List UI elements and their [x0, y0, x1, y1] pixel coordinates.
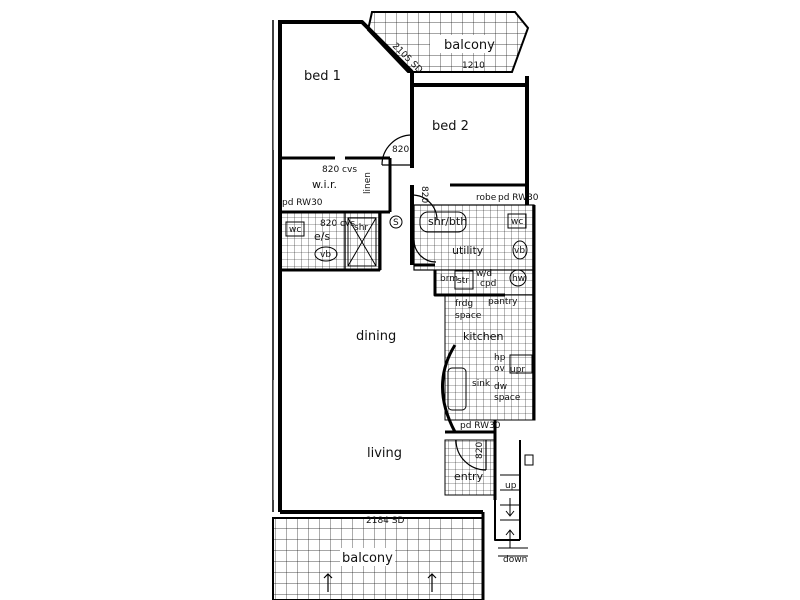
kitchen-pd-dim: pd RW30	[460, 421, 501, 431]
fridge-label: frdg	[455, 299, 473, 309]
dw-space-label: space	[494, 393, 521, 403]
bed2-door-dim: 820	[392, 145, 409, 155]
fridge-space-label: space	[455, 311, 482, 321]
entry-label: entry	[454, 470, 484, 483]
fixture-labels: wc wc vb vb shr hw S cpd robe	[289, 193, 525, 289]
balcony-bottom-label: balcony	[342, 551, 393, 566]
bed1-label: bed 1	[304, 69, 341, 84]
bed1-robe-dim: pd RW30	[282, 198, 323, 208]
ensuite-door-dim: 820 cvs	[320, 219, 355, 229]
linen-label: linen	[363, 172, 373, 194]
bed2-label: bed 2	[432, 119, 469, 134]
s-fixture	[389, 215, 403, 229]
entry-column	[524, 454, 534, 466]
wc2-label: wc	[511, 217, 523, 227]
up-label: up	[505, 481, 517, 491]
entry-door-dim: 820	[475, 442, 485, 459]
pantry-label: pantry	[488, 297, 518, 307]
balcony-arrows	[323, 573, 437, 592]
oven-label: ov	[494, 364, 506, 374]
kitchen-island-sink	[447, 367, 467, 411]
vb1-fixture	[314, 246, 338, 262]
vb2-fixture	[512, 240, 528, 260]
dining-label: dining	[356, 329, 396, 344]
balcony-top-label: balcony	[444, 38, 495, 53]
vb2-label: vb	[514, 246, 525, 256]
dw-label: dw	[494, 382, 507, 392]
brm-label: brm	[440, 274, 458, 284]
wir-label: w.i.r.	[312, 178, 337, 191]
upr-label: upr	[510, 365, 525, 375]
hp-label: hp	[494, 353, 506, 363]
ensuite-label: e/s	[314, 230, 330, 243]
stairs	[498, 474, 528, 557]
room-labels: balcony bed 1 bed 2 w.i.r. linen e/s shr…	[304, 38, 521, 566]
shr-bth-label: shr/bth	[428, 215, 467, 228]
misc-labels: up down upr	[503, 365, 527, 565]
cooktop	[509, 354, 533, 374]
wc2-fixture	[507, 213, 527, 229]
cpd-label: cpd	[480, 279, 496, 289]
exterior-walls	[272, 20, 536, 600]
kitchen-label: kitchen	[463, 330, 504, 343]
utility-label: utility	[452, 244, 484, 257]
living-label: living	[367, 446, 402, 461]
hw-label: hw	[512, 274, 525, 284]
living-door-dim: 2184 SD	[366, 516, 404, 526]
down-label: down	[503, 555, 527, 565]
robe-label: robe	[476, 193, 497, 203]
wc1-fixture	[285, 221, 305, 237]
balcony-door-dim: 1210	[462, 61, 485, 71]
hw-fixture	[509, 269, 527, 287]
wc1-label: wc	[289, 225, 301, 235]
fixtures	[285, 211, 534, 466]
robe-pd-dim: pd RW30	[498, 193, 539, 203]
wd-label: w/d	[476, 269, 492, 279]
shower-fixture	[347, 217, 377, 267]
shr-label: shr	[354, 223, 368, 233]
bed2-side-dim: 820	[419, 186, 429, 203]
vb1-label: vb	[320, 250, 331, 260]
wir-door-dim: 820 cvs	[322, 165, 357, 175]
door-swings	[381, 134, 487, 471]
s-label: S	[393, 218, 399, 228]
store-cupboard	[454, 270, 474, 290]
sink-label: sink	[472, 379, 491, 389]
balcony-bottom	[272, 517, 484, 600]
store-label: str	[457, 276, 469, 286]
bath-fixture	[419, 211, 467, 233]
